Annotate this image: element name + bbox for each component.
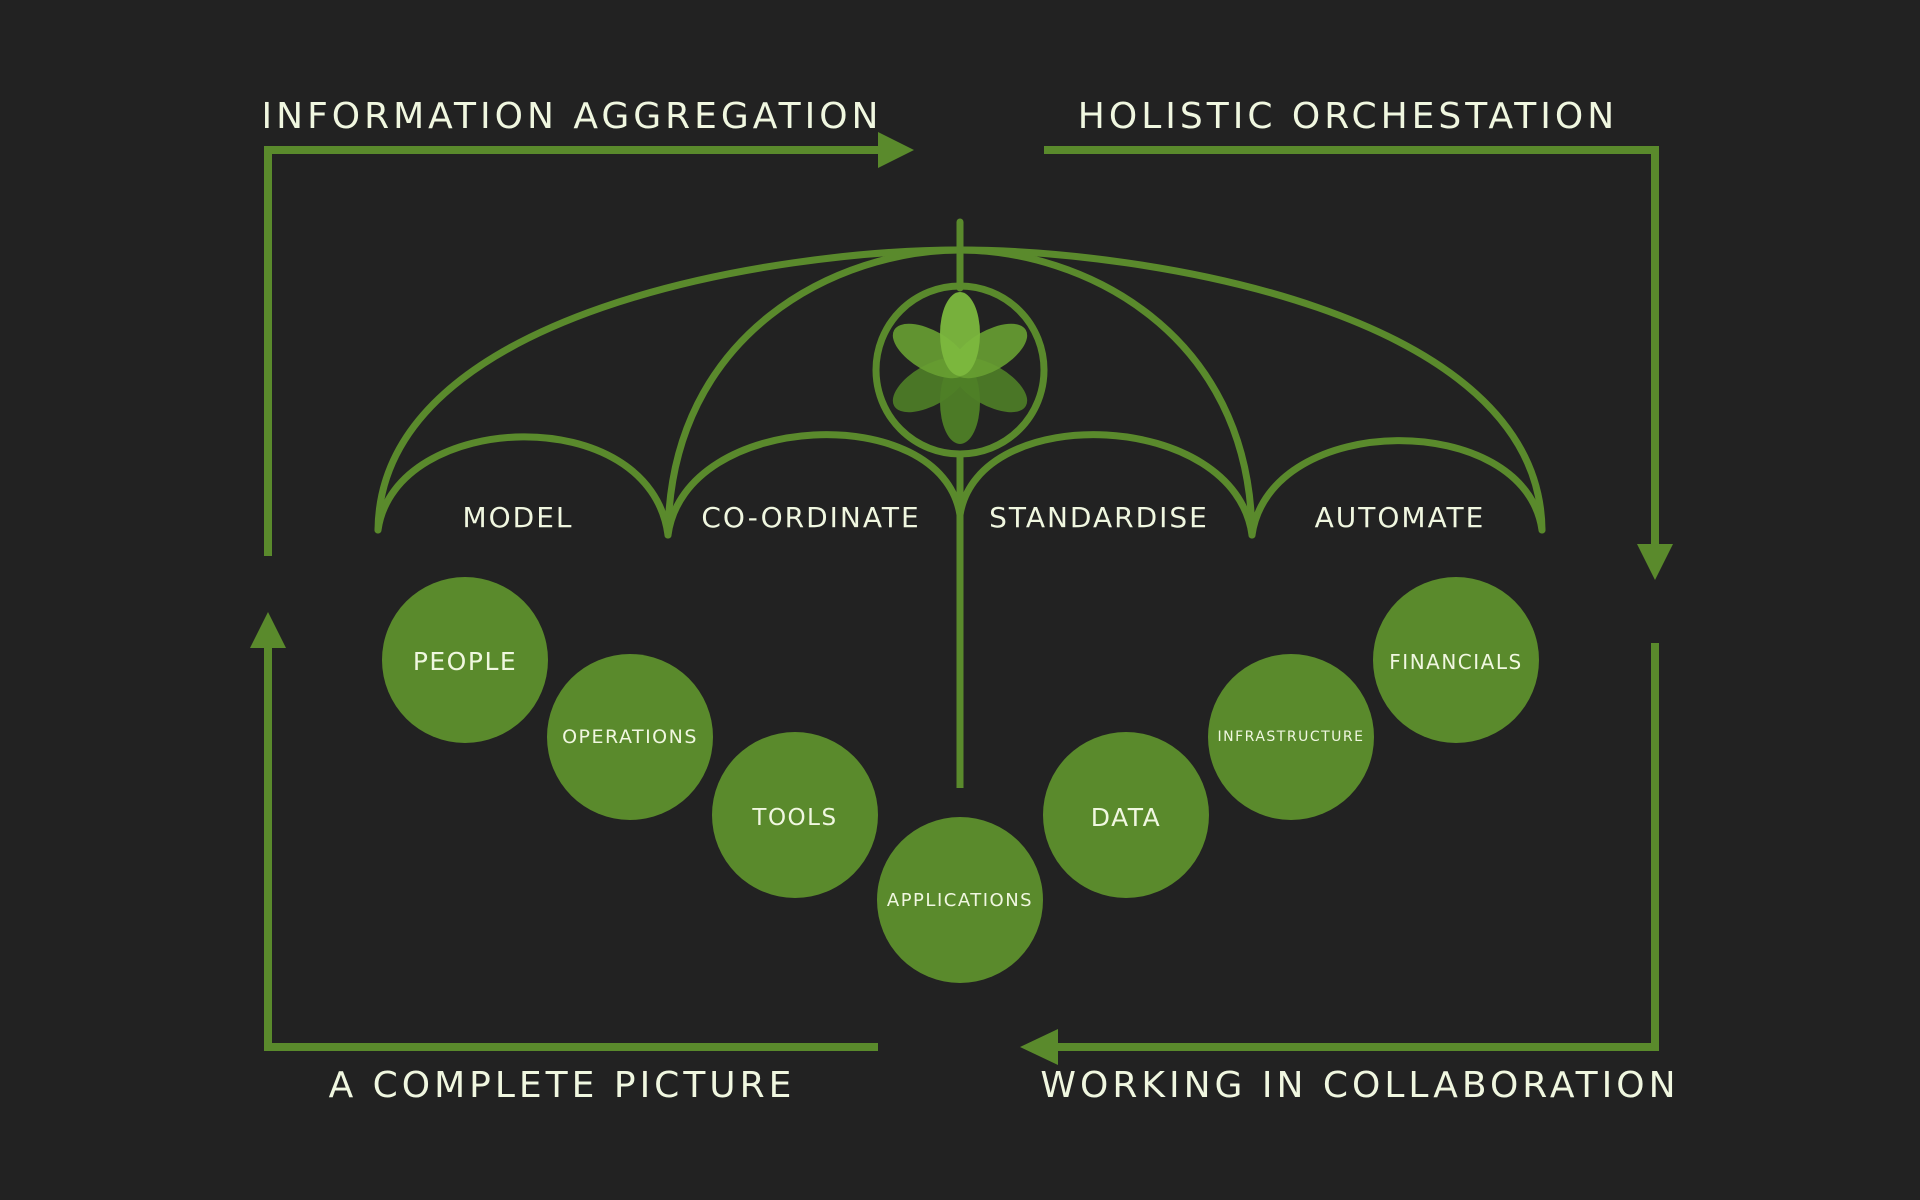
- top-left-connector: [264, 146, 882, 556]
- bottom-right-connector: [1058, 643, 1659, 1051]
- svg-text:FINANCIALS: FINANCIALS: [1389, 650, 1522, 674]
- arrow-left-icon: [1020, 1029, 1058, 1065]
- cycle-frame: [264, 146, 1659, 1051]
- svg-text:DATA: DATA: [1091, 803, 1161, 832]
- section-label-automate: AUTOMATE: [1315, 501, 1486, 534]
- circle-operations: OPERATIONS: [547, 654, 713, 820]
- umbrella-scallop-3: [956, 431, 1256, 539]
- circle-infrastructure: INFRASTRUCTURE: [1208, 654, 1374, 820]
- heading-bottom-right: WORKING IN COLLABORATION: [1040, 1065, 1679, 1106]
- svg-text:PEOPLE: PEOPLE: [413, 647, 517, 676]
- svg-text:INFRASTRUCTURE: INFRASTRUCTURE: [1218, 729, 1365, 745]
- umbrella-scallop-1: [374, 433, 672, 539]
- svg-text:OPERATIONS: OPERATIONS: [562, 726, 698, 748]
- umbrella-rib-right: [956, 246, 1256, 539]
- section-label-coordinate: CO-ORDINATE: [701, 501, 920, 534]
- section-label-model: MODEL: [462, 501, 573, 534]
- arrow-down-icon: [1637, 544, 1673, 580]
- circle-data: DATA: [1043, 732, 1209, 898]
- arrow-right-icon: [878, 132, 914, 168]
- heading-top-right: HOLISTIC ORCHESTATION: [1078, 96, 1618, 137]
- section-label-standardise: STANDARDISE: [989, 501, 1209, 534]
- flower-logo-icon: [892, 292, 1028, 444]
- heading-bottom-left: A COMPLETE PICTURE: [329, 1065, 796, 1106]
- circle-people: PEOPLE: [382, 577, 548, 743]
- bottom-left-connector: [264, 645, 878, 1051]
- arrow-up-icon: [250, 612, 286, 648]
- umbrella-rib-left: [664, 246, 964, 539]
- circle-tools: TOOLS: [712, 732, 878, 898]
- circle-financials: FINANCIALS: [1373, 577, 1539, 743]
- heading-top-left: INFORMATION AGGREGATION: [262, 96, 883, 137]
- umbrella-scallop-2: [664, 431, 964, 539]
- top-right-connector: [1044, 146, 1659, 550]
- umbrella-scallop-4: [1248, 437, 1546, 539]
- svg-text:TOOLS: TOOLS: [751, 805, 837, 831]
- cycle-arrows: [250, 132, 1673, 1065]
- circle-applications: APPLICATIONS: [877, 817, 1043, 983]
- umbrella: [374, 218, 1546, 539]
- svg-text:APPLICATIONS: APPLICATIONS: [887, 890, 1033, 911]
